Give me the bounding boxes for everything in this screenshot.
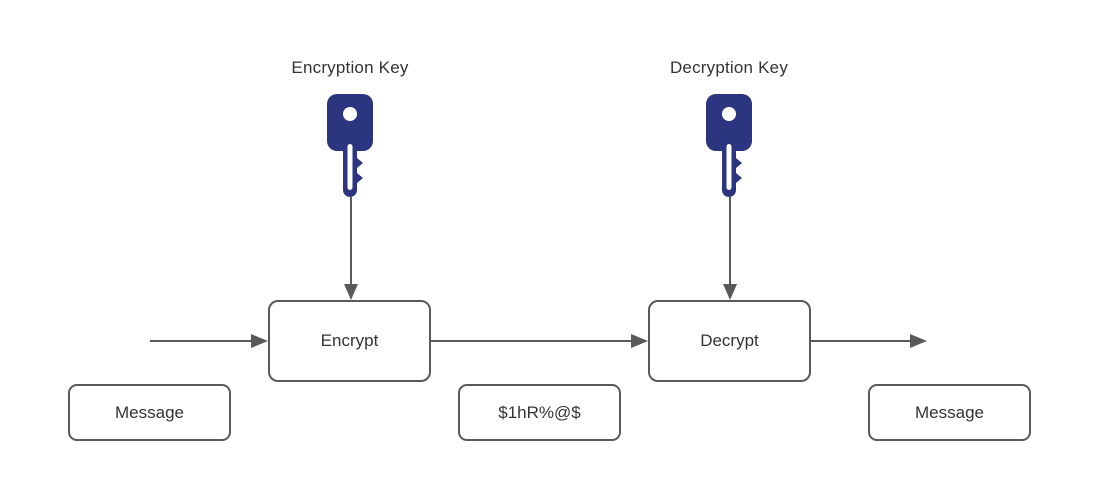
ciphertext-label: $1hR%@$: [498, 402, 581, 422]
decryption-key-label: Decryption Key: [669, 58, 789, 77]
encrypt-process-box[interactable]: Encrypt: [268, 300, 431, 382]
arrow-encrypt-to-decrypt: [430, 334, 648, 348]
output-message-label: Message: [915, 402, 984, 422]
arrow-input-to-encrypt: [150, 334, 268, 348]
ciphertext-box[interactable]: $1hR%@$: [458, 384, 621, 441]
decrypt-process-label: Decrypt: [700, 331, 759, 350]
input-message-box[interactable]: Message: [68, 384, 231, 441]
arrow-decryption-key-to-decrypt: [723, 196, 737, 300]
decryption-key-icon: [706, 94, 752, 197]
encrypt-process-label: Encrypt: [320, 331, 379, 350]
decrypt-process-box[interactable]: Decrypt: [648, 300, 811, 382]
encryption-key-label: Encryption Key: [291, 58, 409, 77]
input-message-label: Message: [115, 402, 184, 422]
encryption-key-icon: [327, 94, 373, 197]
arrow-encryption-key-to-encrypt: [344, 196, 358, 300]
output-message-box[interactable]: Message: [868, 384, 1031, 441]
arrow-decrypt-to-output: [811, 334, 927, 348]
